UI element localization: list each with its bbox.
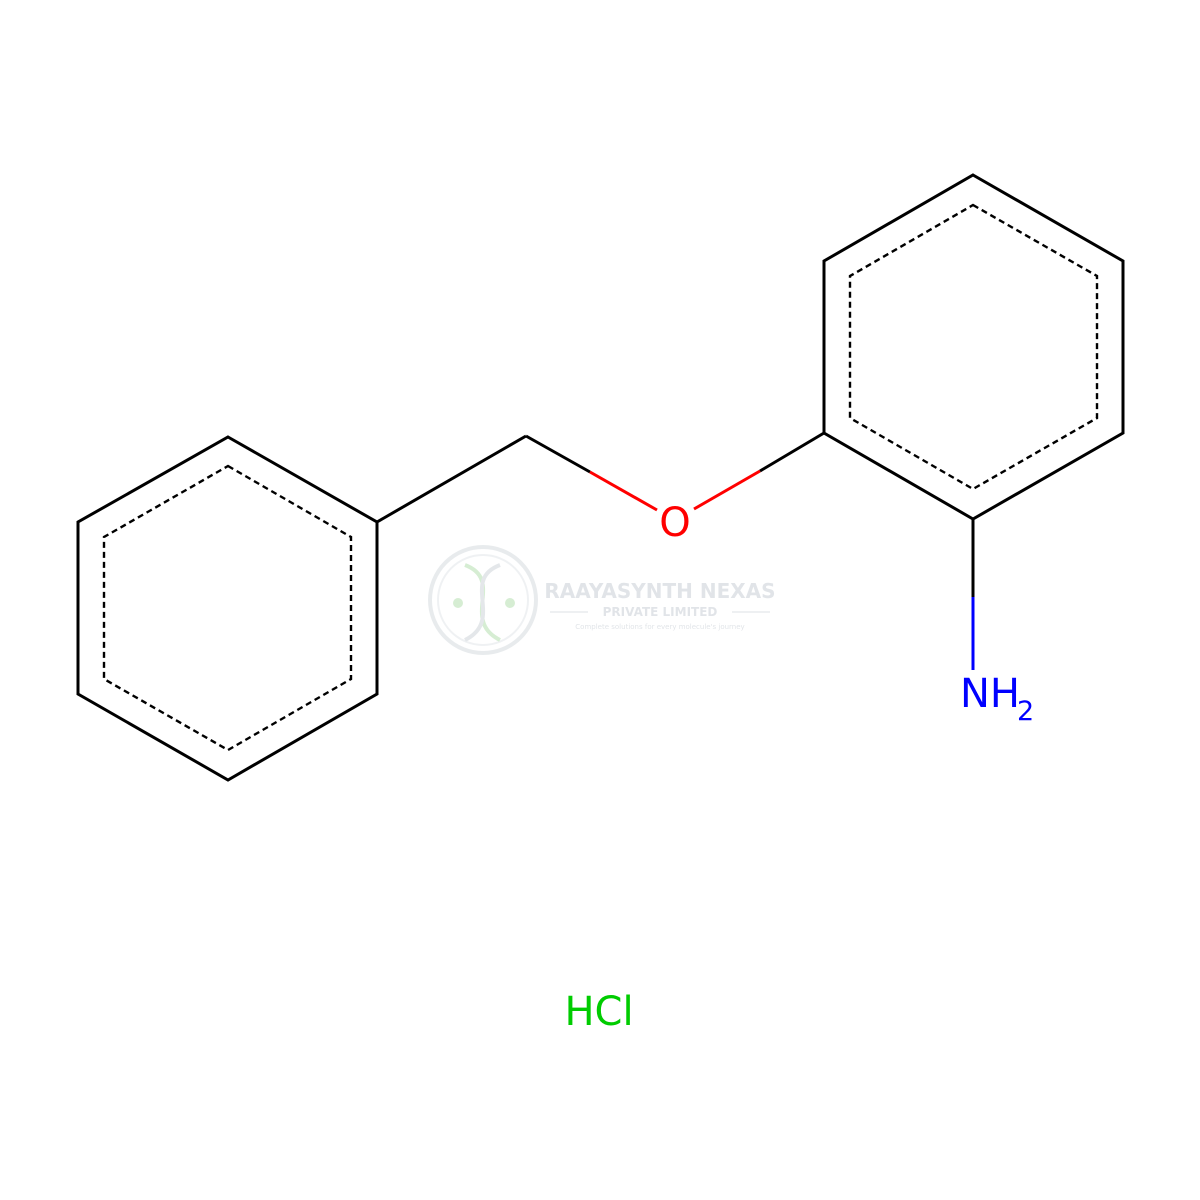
- watermark: RAAYASYNTH NEXAS PRIVATE LIMITED Complet…: [428, 545, 776, 655]
- watermark-company: RAAYASYNTH NEXAS: [544, 579, 775, 603]
- amine-subscript: 2: [1017, 696, 1034, 727]
- watermark-logo-icon: [428, 545, 538, 655]
- chain-bonds: [376, 431, 975, 670]
- aniline-ring: [822, 173, 1125, 521]
- bond-ring-ch2: [376, 434, 527, 524]
- benzyl-ring: [76, 435, 379, 782]
- hcl-label: HCl: [564, 989, 633, 1035]
- bond-ch2-o-carbon: [525, 434, 591, 474]
- bond-o-ring-oxygen: [693, 469, 761, 511]
- watermark-subtitle: PRIVATE LIMITED: [603, 605, 718, 619]
- watermark-tagline: Complete solutions for every molecule's …: [575, 623, 744, 631]
- amine-label: NH: [960, 671, 1020, 717]
- bond-ch2-o-oxygen: [589, 470, 658, 512]
- bond-o-ring-carbon: [759, 431, 825, 473]
- oxygen-label: O: [659, 500, 690, 546]
